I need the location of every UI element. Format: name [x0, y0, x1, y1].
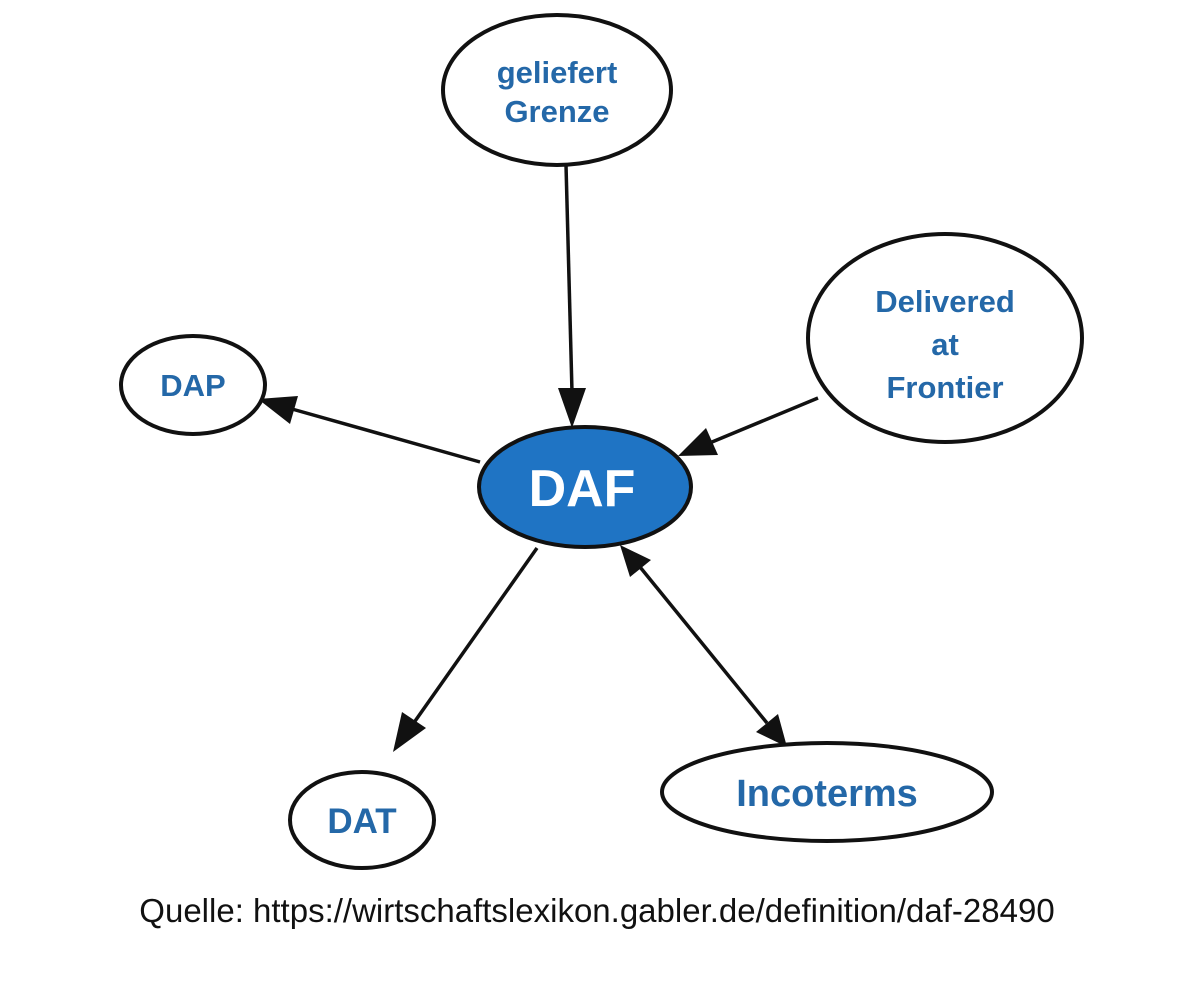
node-label: Frontier: [886, 370, 1003, 405]
node-label: Delivered: [875, 284, 1015, 319]
node-geliefert-grenze: geliefert Grenze: [441, 13, 673, 167]
arrowhead-icon: [558, 388, 586, 428]
edge-daf-to-dat: [411, 546, 539, 726]
node-delivered-at-frontier: Delivered at Frontier: [806, 232, 1084, 444]
source-caption: Quelle: https://wirtschaftslexikon.gable…: [139, 892, 1054, 929]
arrowhead-icon: [756, 714, 787, 747]
node-label: Grenze: [504, 94, 609, 129]
arrowhead-icon: [678, 428, 718, 456]
node-label: DAF: [529, 460, 636, 518]
node-label: at: [931, 327, 959, 362]
edge-daf-to-dap: [291, 407, 481, 464]
node-daf: DAF: [477, 425, 693, 549]
node-dat: DAT: [288, 770, 436, 870]
node-dap: DAP: [119, 334, 267, 436]
node-label: DAT: [327, 802, 396, 841]
node-label: Incoterms: [736, 773, 918, 815]
edge-geliefert-to-daf: [564, 164, 574, 393]
node-incoterms: Incoterms: [660, 741, 994, 843]
edge-daf-incoterms: [638, 565, 769, 725]
node-label: DAP: [160, 368, 225, 403]
arrowhead-icon: [393, 712, 426, 752]
arrowhead-icon: [258, 396, 298, 424]
arrowhead-icon: [620, 545, 651, 577]
node-label: geliefert: [497, 55, 618, 90]
edge-delivered-to-daf: [711, 396, 819, 444]
